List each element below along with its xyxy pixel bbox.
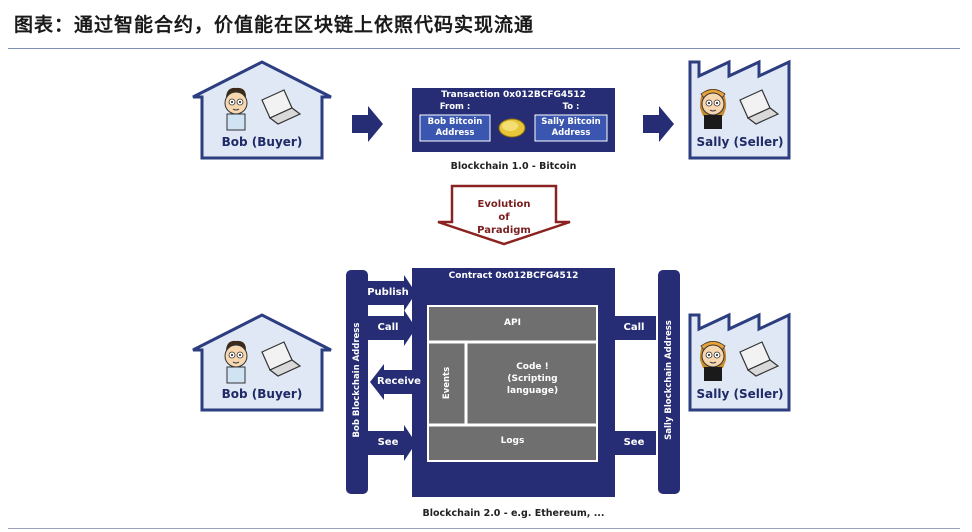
call-right-label: Call (623, 322, 645, 333)
buyer-label-bottom: Bob (Buyer) (221, 387, 303, 401)
evolution-arrow-icon (437, 184, 571, 246)
bob-avatar-icon (224, 340, 248, 384)
to-label: To : (562, 102, 580, 112)
title-divider (8, 48, 960, 49)
see-left-label: See (377, 437, 399, 448)
seller-factory-bottom (688, 312, 791, 412)
sally-avatar-icon (699, 340, 727, 381)
bob-blockchain-address-label: Bob Blockchain Address (352, 322, 362, 438)
seller-label-bottom: Sally (Seller) (696, 387, 784, 401)
bob-avatar-icon (224, 87, 248, 131)
bottom-divider (8, 528, 960, 529)
transaction-box (412, 88, 615, 152)
see-arrow-icon (368, 425, 416, 461)
transaction-title: Transaction 0x012BCFG4512 (441, 90, 586, 100)
sally-blockchain-address-label: Sally Blockchain Address (664, 320, 674, 440)
seller-label-top: Sally (Seller) (696, 135, 784, 149)
figure-title: 图表：通过智能合约，价值能在区块链上依照代码实现流通 (14, 14, 535, 36)
buyer-house-top (192, 60, 332, 160)
contract-events: Events (442, 366, 452, 400)
sally-blockchain-bar (658, 270, 680, 494)
to-address-line1: Sally Bitcoin (541, 117, 601, 127)
bob-blockchain-bar (346, 270, 368, 494)
evolution-line3: Paradigm (477, 225, 531, 236)
contract-api: API (504, 318, 521, 328)
contract-code-line1: Code ! (516, 362, 549, 372)
from-address-line1: Bob Bitcoin (427, 117, 483, 127)
from-label: From : (439, 102, 471, 112)
evolution-line2: of (498, 212, 510, 223)
contract-code-line3: language) (506, 386, 559, 396)
blockchain2-caption: Blockchain 2.0 - e.g. Ethereum, ... (422, 508, 605, 519)
seller-factory-top (688, 59, 791, 160)
buyer-house-bottom (192, 313, 332, 412)
sally-avatar-icon (699, 88, 727, 129)
contract-box (412, 268, 615, 497)
evolution-line1: Evolution (477, 199, 531, 210)
to-address-line2: Address (551, 128, 591, 138)
see-right-label: See (623, 437, 645, 448)
from-address-line2: Address (435, 128, 475, 138)
buyer-label-top: Bob (Buyer) (221, 135, 303, 149)
contract-code-line2: (Scripting (507, 374, 558, 384)
receive-label: Receive (377, 376, 421, 387)
contract-logs: Logs (500, 436, 525, 446)
call-left-label: Call (377, 322, 399, 333)
publish-label: Publish (367, 287, 409, 298)
call-right-arrow-icon (600, 310, 656, 346)
call-arrow-icon (368, 310, 416, 346)
blockchain1-caption: Blockchain 1.0 - Bitcoin (450, 161, 577, 172)
arrow-right-icon (643, 106, 674, 142)
publish-arrow-icon (368, 275, 416, 311)
contract-title: Contract 0x012BCFG4512 (448, 271, 579, 281)
bitcoin-coin-icon (498, 118, 526, 138)
arrow-right-icon (352, 106, 383, 142)
see-right-arrow-icon (600, 425, 656, 461)
